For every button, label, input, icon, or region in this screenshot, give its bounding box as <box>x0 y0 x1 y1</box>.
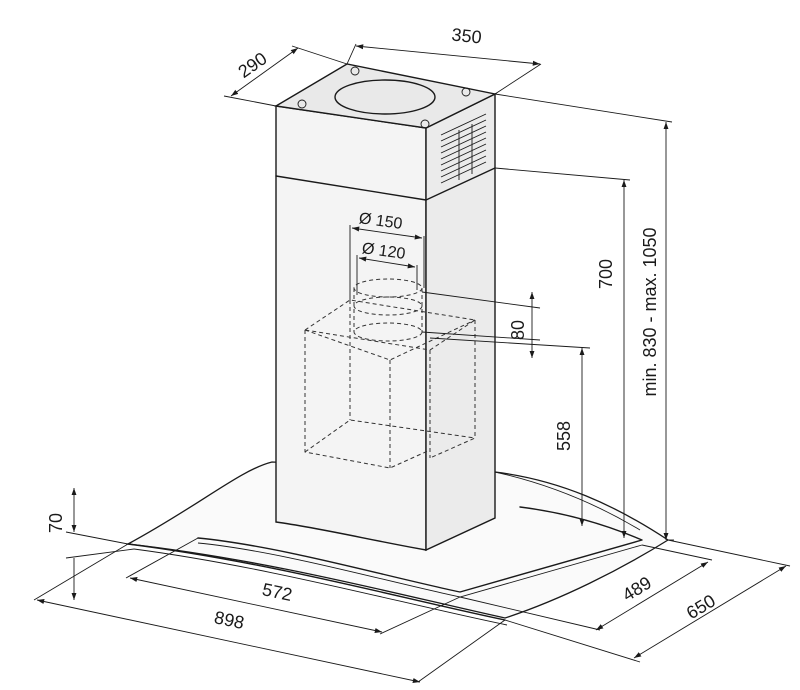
label-height-range: min. 830 - max. 1050 <box>640 227 660 396</box>
canopy-base-plate <box>197 506 643 593</box>
label-d120: Ø 120 <box>361 240 407 263</box>
chimney-front-face <box>275 105 427 551</box>
label-489: 489 <box>619 573 655 606</box>
label-d150: Ø 150 <box>358 210 404 233</box>
canopy-base-plate-edge <box>197 542 643 598</box>
vent-grille <box>440 113 487 184</box>
chimney <box>273 63 498 552</box>
dim-line-d150 <box>351 226 423 240</box>
label-650: 650 <box>683 591 719 624</box>
label-898: 898 <box>212 607 246 633</box>
top-outlet-ring <box>334 79 436 115</box>
top-mounting-holes <box>297 66 471 129</box>
dimension-labels: 350 290 Ø 150 Ø 120 min. 830 - max. 1050… <box>46 25 719 634</box>
dimension-lines <box>33 43 791 683</box>
label-290: 290 <box>235 48 271 82</box>
dim-line-572 <box>129 577 383 633</box>
dim-line-898 <box>36 599 421 683</box>
dim-line-d120 <box>358 256 416 269</box>
hidden-motor-housing <box>303 299 477 469</box>
label-700: 700 <box>596 259 616 289</box>
label-558: 558 <box>554 421 574 451</box>
label-572: 572 <box>260 579 294 605</box>
dim-line-650 <box>633 565 787 659</box>
label-70: 70 <box>46 513 66 533</box>
label-80: 80 <box>508 320 528 340</box>
label-350: 350 <box>451 25 483 48</box>
dim-line-350 <box>355 44 541 66</box>
chimney-section-joint <box>275 167 496 201</box>
dim-line-290 <box>230 47 299 97</box>
